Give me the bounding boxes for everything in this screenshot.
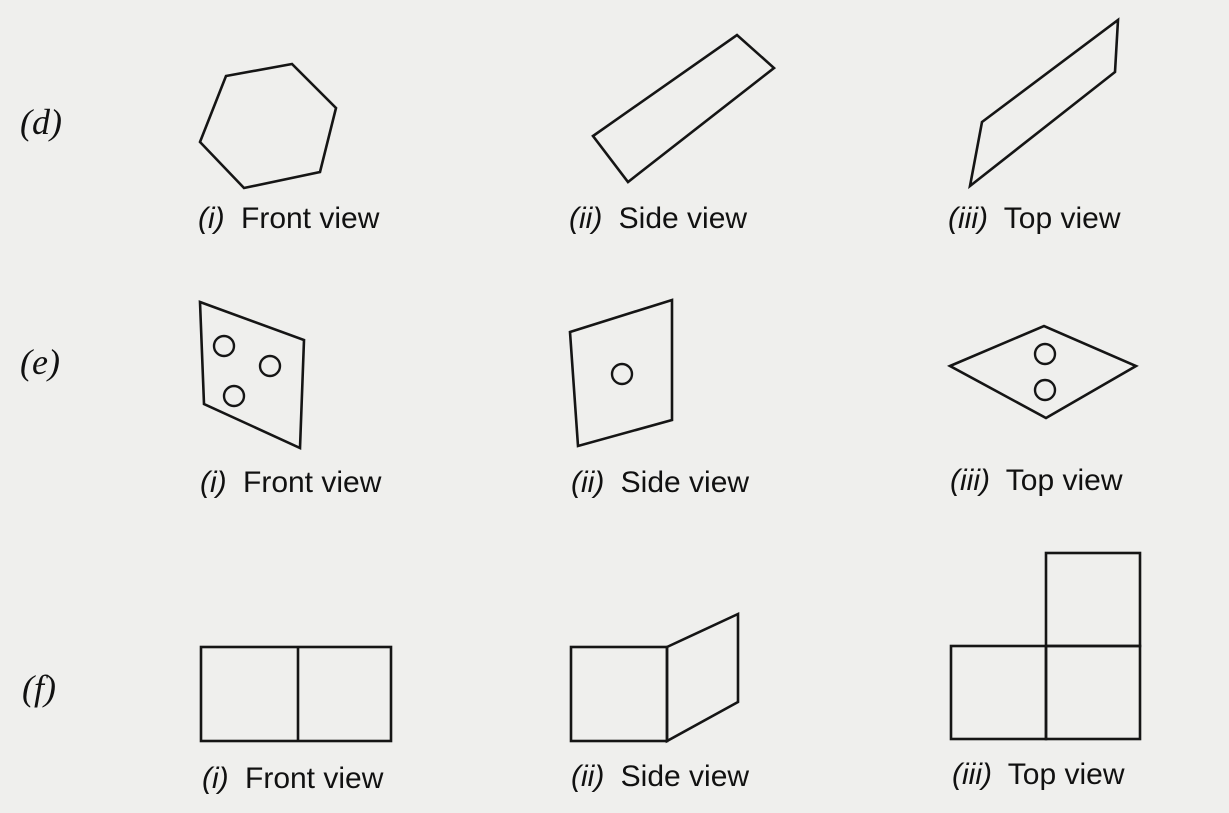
caption-name: Front view bbox=[245, 762, 384, 795]
parallelogram-shape bbox=[968, 17, 1120, 190]
caption-num: (iii) bbox=[952, 758, 992, 791]
row-label-e: (e) bbox=[20, 342, 60, 382]
caption-f-front: (i) Front view bbox=[202, 762, 384, 795]
caption-name: Front view bbox=[241, 202, 380, 235]
row-d: (d) (i) Front view (ii) Side view (iii) … bbox=[20, 17, 1121, 235]
slanted-rectangle-shape bbox=[591, 33, 777, 184]
caption-num: (ii) bbox=[569, 202, 602, 235]
caption-f-top: (iii) Top view bbox=[952, 758, 1125, 791]
caption-num: (ii) bbox=[571, 760, 604, 793]
hole-circle bbox=[1033, 342, 1057, 366]
caption-name: Side view bbox=[619, 202, 748, 235]
hole-circle bbox=[610, 362, 634, 386]
caption-num: (iii) bbox=[950, 464, 990, 497]
caption-num: (iii) bbox=[948, 202, 988, 235]
caption-name: Top view bbox=[1008, 758, 1125, 791]
caption-d-side: (ii) Side view bbox=[569, 202, 747, 235]
caption-name: Side view bbox=[621, 466, 750, 499]
row-label-f: (f) bbox=[22, 668, 56, 708]
caption-name: Top view bbox=[1004, 202, 1121, 235]
caption-d-front: (i) Front view bbox=[198, 202, 380, 235]
hole-circle bbox=[258, 354, 282, 378]
row-f: (f) (i) Front view (ii) Side view (iii) … bbox=[22, 551, 1142, 795]
caption-f-side: (ii) Side view bbox=[571, 760, 749, 793]
caption-name: Front view bbox=[243, 466, 382, 499]
caption-e-front: (i) Front view bbox=[200, 466, 382, 499]
rhombus-two-holes-shape bbox=[947, 324, 1139, 420]
caption-name: Top view bbox=[1006, 464, 1123, 497]
caption-num: (ii) bbox=[571, 466, 604, 499]
l-shaped-three-squares-shape bbox=[949, 551, 1142, 741]
square-and-parallelogram-shape bbox=[569, 611, 740, 744]
hole-circle bbox=[1033, 378, 1057, 402]
caption-e-top: (iii) Top view bbox=[950, 464, 1123, 497]
quadrilateral-one-hole-shape bbox=[568, 298, 674, 448]
hole-circle bbox=[222, 384, 246, 408]
caption-e-side: (ii) Side view bbox=[571, 466, 749, 499]
hexagon-shape bbox=[198, 62, 338, 190]
row-label-d: (d) bbox=[20, 102, 62, 142]
caption-num: (i) bbox=[202, 762, 229, 795]
caption-num: (i) bbox=[200, 466, 227, 499]
caption-num: (i) bbox=[198, 202, 225, 235]
caption-name: Side view bbox=[621, 760, 750, 793]
caption-d-top: (iii) Top view bbox=[948, 202, 1121, 235]
two-squares-shape bbox=[199, 645, 393, 743]
hole-circle bbox=[212, 334, 236, 358]
quadrilateral-three-holes-shape bbox=[198, 300, 306, 450]
row-e: (e) (i) Front view (ii) Side view bbox=[20, 298, 1139, 499]
